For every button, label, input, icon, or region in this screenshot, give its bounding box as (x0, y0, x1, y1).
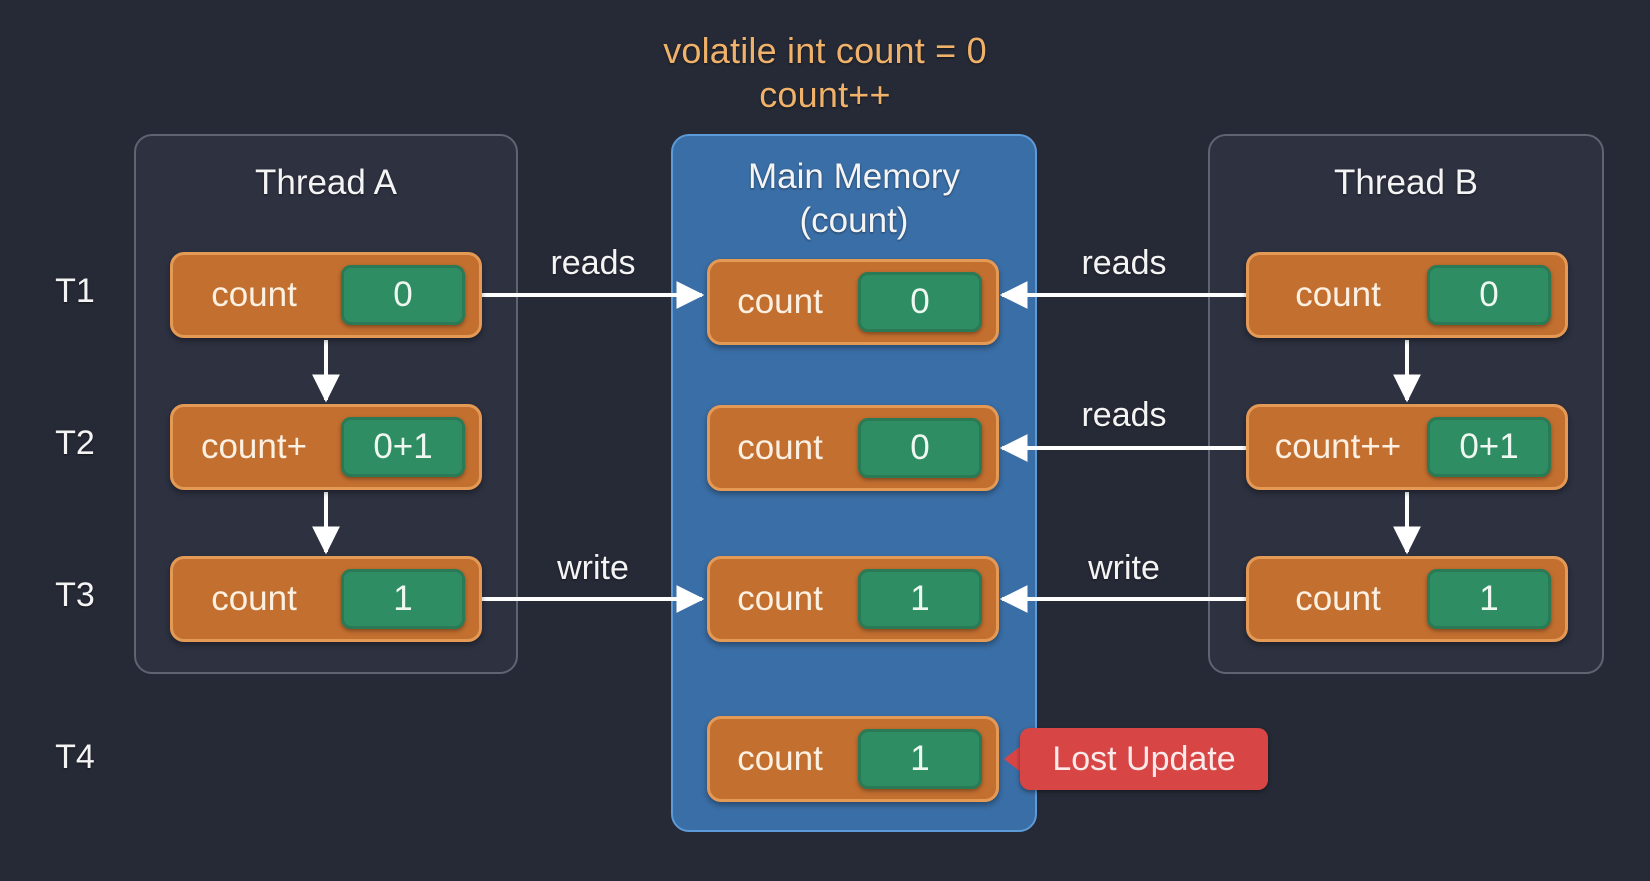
thread-a-cell-t2: count+ 0+1 (170, 404, 482, 490)
cell-label: count (737, 579, 823, 618)
arrow-label-a-t1: reads (550, 244, 636, 282)
cell-label: count++ (1274, 427, 1402, 466)
cell-value: 0 (858, 272, 982, 332)
time-label-t3: T3 (55, 576, 95, 614)
thread-a-title: Thread A (254, 163, 398, 202)
arrow-label-a-t3: write (557, 549, 629, 587)
thread-a-cell-t1: count 0 (170, 252, 482, 338)
cell-value: 0 (341, 265, 465, 325)
cell-label: count (1295, 275, 1381, 314)
thread-b-cell-t3: count 1 (1246, 556, 1568, 642)
cell-value: 0+1 (341, 417, 465, 477)
time-label-t2: T2 (55, 424, 95, 462)
cell-label: count (1295, 579, 1381, 618)
thread-a-cell-t3: count 1 (170, 556, 482, 642)
time-label-t4: T4 (55, 738, 95, 776)
cell-value: 1 (341, 569, 465, 629)
memory-cell-t1: count 0 (707, 259, 999, 345)
cell-value: 0 (858, 418, 982, 478)
cell-label: count (211, 275, 297, 314)
code-increment: count++ (759, 74, 891, 115)
memory-cell-t4: count 1 (707, 716, 999, 802)
time-label-t1: T1 (55, 272, 95, 310)
arrow-label-b-t1: reads (1081, 244, 1167, 282)
thread-b-cell-t2: count++ 0+1 (1246, 404, 1568, 490)
arrow-label-b-t2: reads (1081, 396, 1167, 434)
cell-label: count (737, 739, 823, 778)
lost-update-badge: Lost Update (1020, 728, 1268, 790)
arrow-label-b-t3: write (1088, 549, 1160, 587)
cell-label: count (737, 428, 823, 467)
main-memory-subtitle: (count) (799, 201, 909, 240)
code-declaration: volatile int count = 0 (663, 30, 987, 71)
cell-value: 1 (1427, 569, 1551, 629)
cell-value: 1 (858, 729, 982, 789)
memory-cell-t2: count 0 (707, 405, 999, 491)
cell-value: 0 (1427, 265, 1551, 325)
cell-label: count (211, 579, 297, 618)
thread-b-cell-t1: count 0 (1246, 252, 1568, 338)
thread-b-title: Thread B (1334, 163, 1478, 202)
cell-value: 0+1 (1427, 417, 1551, 477)
lost-update-pointer-icon (1004, 745, 1022, 773)
cell-label: count (737, 282, 823, 321)
cell-value: 1 (858, 569, 982, 629)
cell-label: count+ (200, 427, 308, 466)
main-memory-title: Main Memory (748, 157, 960, 196)
memory-cell-t3: count 1 (707, 556, 999, 642)
